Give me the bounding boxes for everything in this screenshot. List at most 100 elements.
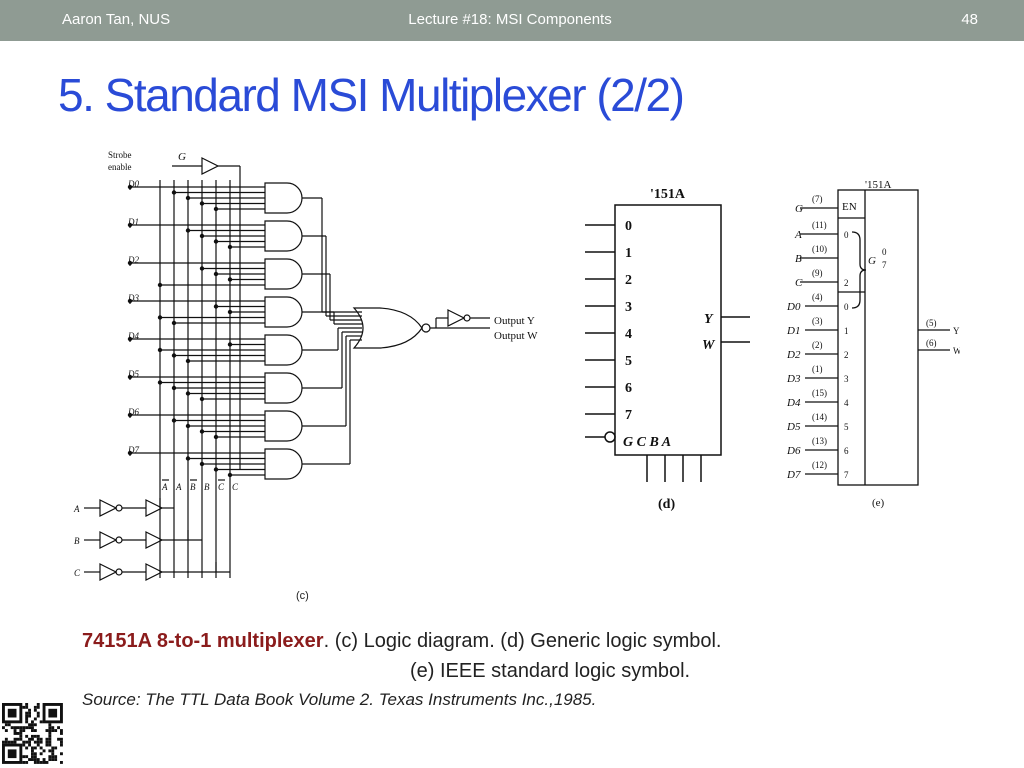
nor-gate [352,307,423,349]
qr-module [48,732,52,735]
ieee-data-pin: (12) [812,460,827,470]
qr-module [51,755,55,759]
caption-description: . (c) Logic diagram. (d) Generic logic s… [323,630,722,652]
qr-module [4,737,8,741]
qr-module [33,705,37,709]
qr-finder [7,708,17,718]
ieee-data-pin: (13) [812,436,827,446]
qr-module [57,726,60,730]
qr-module [28,743,31,747]
qr-module [45,737,49,741]
qr-module [22,761,26,764]
qr-module [31,752,34,756]
qr-finder [7,749,17,759]
junction-dot [213,467,219,472]
enable-label: enable [108,162,131,172]
qr-module [54,746,58,750]
qr-module [28,723,31,727]
qr-module [16,732,20,735]
qr-module [31,755,34,759]
and-gate [264,258,303,290]
data-input-label: D0 [127,179,139,189]
qr-module [48,740,52,744]
ieee-data-pin: (14) [812,412,827,422]
ieee-out-pin: (5) [926,318,937,328]
junction-dot [199,429,205,434]
qr-module [31,746,34,750]
qr-finder [48,708,58,718]
qr-module [13,726,17,730]
junction-dot [157,380,163,385]
ieee-inner-select: 2 [844,278,849,288]
ieee-inner-data: 1 [844,326,849,336]
ieee-en-label: EN [842,201,857,213]
qr-module [42,749,46,753]
ieee-data-pin: (4) [812,292,823,302]
ieee-out-pin: (6) [926,338,937,348]
data-input-label: D3 [127,293,139,303]
generic-bottom-labels: G C B A [623,435,671,450]
qr-module [51,752,55,756]
select-input-label: C [74,568,81,578]
data-input-label: D4 [127,331,139,341]
ieee-data-input: D6 [786,445,801,457]
ieee-g-frac-bot: 7 [882,260,887,270]
qr-module [22,705,26,709]
ieee-g-frac-top: 0 [882,247,887,257]
caption-line-1: 74151A 8-to-1 multiplexer. (c) Logic dia… [82,630,722,653]
source-citation: Source: The TTL Data Book Volume 2. Texa… [82,690,597,709]
qr-module [45,729,49,732]
qr-module [36,737,40,741]
qr-module [33,723,37,727]
generic-input-label: 4 [625,327,632,342]
qr-module [33,734,37,738]
junction-dot [157,347,163,353]
qr-module [19,726,23,730]
ieee-inner-data: 3 [844,374,849,384]
select-input-label: A [73,504,80,514]
junction-dot [185,228,191,233]
qr-module [48,737,52,741]
ieee-data-input: D0 [786,301,801,313]
qr-module [39,746,43,750]
qr-module [48,729,52,732]
rail-label: C [218,482,225,492]
qr-module [51,729,55,732]
and-gate [264,334,303,366]
qr-module [19,732,23,735]
qr-module [60,737,63,741]
figure-c-label: (c) [296,590,309,602]
qr-module [60,740,63,744]
qr-module [36,761,40,764]
header-bar: Aaron Tan, NUS Lecture #18: MSI Componen… [0,0,1024,41]
slide-title: 5. Standard MSI Multiplexer (2/2) [58,69,685,121]
qr-module [60,761,63,764]
output-y-label: Output Y [494,315,535,327]
junction-dot [199,461,205,467]
qr-module [33,729,37,732]
generic-input-label: 5 [625,354,632,369]
junction-dot [171,190,177,195]
qr-module [51,758,55,761]
ieee-symbol-labels: '151A EN G 0 7 (e) G(7)A(11)0B(10)C(9)2D… [786,179,960,509]
rail-label: B [204,482,210,492]
generic-logic-symbol [585,204,750,482]
ieee-inner-data: 2 [844,350,849,360]
qr-module [39,737,43,741]
ieee-data-input: D1 [786,325,800,337]
rail-label: C [232,482,239,492]
ieee-out-label: W [953,346,960,356]
qr-module [33,761,37,764]
select-input-label: B [74,536,80,546]
qr-module [25,761,29,764]
junction-dot [227,309,233,315]
generic-input-label: 0 [625,219,632,234]
qr-module [31,723,34,727]
qr-module [25,703,29,706]
qr-module [36,711,40,715]
qr-module [2,740,5,744]
qr-module [48,755,52,759]
